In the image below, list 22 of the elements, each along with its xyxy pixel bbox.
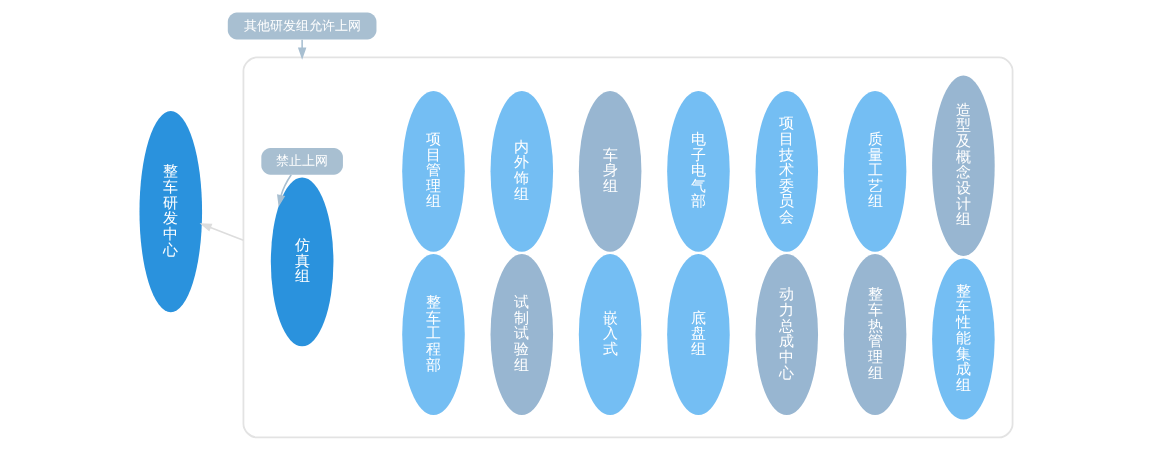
node-ellipse: 质量工艺组 [843,90,906,252]
node-ellipse: 整车性能集成组 [931,258,995,420]
node-box: 禁止上网 [260,147,343,175]
node-ellipse: 试制试验组 [490,254,553,416]
arrow [276,174,292,207]
node-ellipse: 造型及概念设计组 [931,75,995,256]
node-box: 其他研发组允许上网 [227,12,376,40]
node-ellipse: 整车工程部 [401,254,465,416]
node-ellipse: 嵌入式 [578,254,641,416]
node-ellipse: 项目技术委员会 [754,90,818,252]
node-ellipse: 仿真组 [270,177,333,347]
node-ellipse: 整车热管理组 [843,254,906,416]
arrow [199,223,244,242]
node-ellipse: 整车研发中心 [138,111,202,313]
node-ellipse: 项目管理组 [401,90,465,252]
arrow [297,39,306,60]
node-ellipse: 电子电气部 [666,90,730,252]
node-ellipse: 内外饰组 [490,90,553,252]
node-ellipse: 车身组 [578,90,641,252]
node-ellipse: 底盘组 [666,254,730,416]
node-ellipse: 动力总成中心 [754,254,818,416]
cluster [242,56,1013,439]
